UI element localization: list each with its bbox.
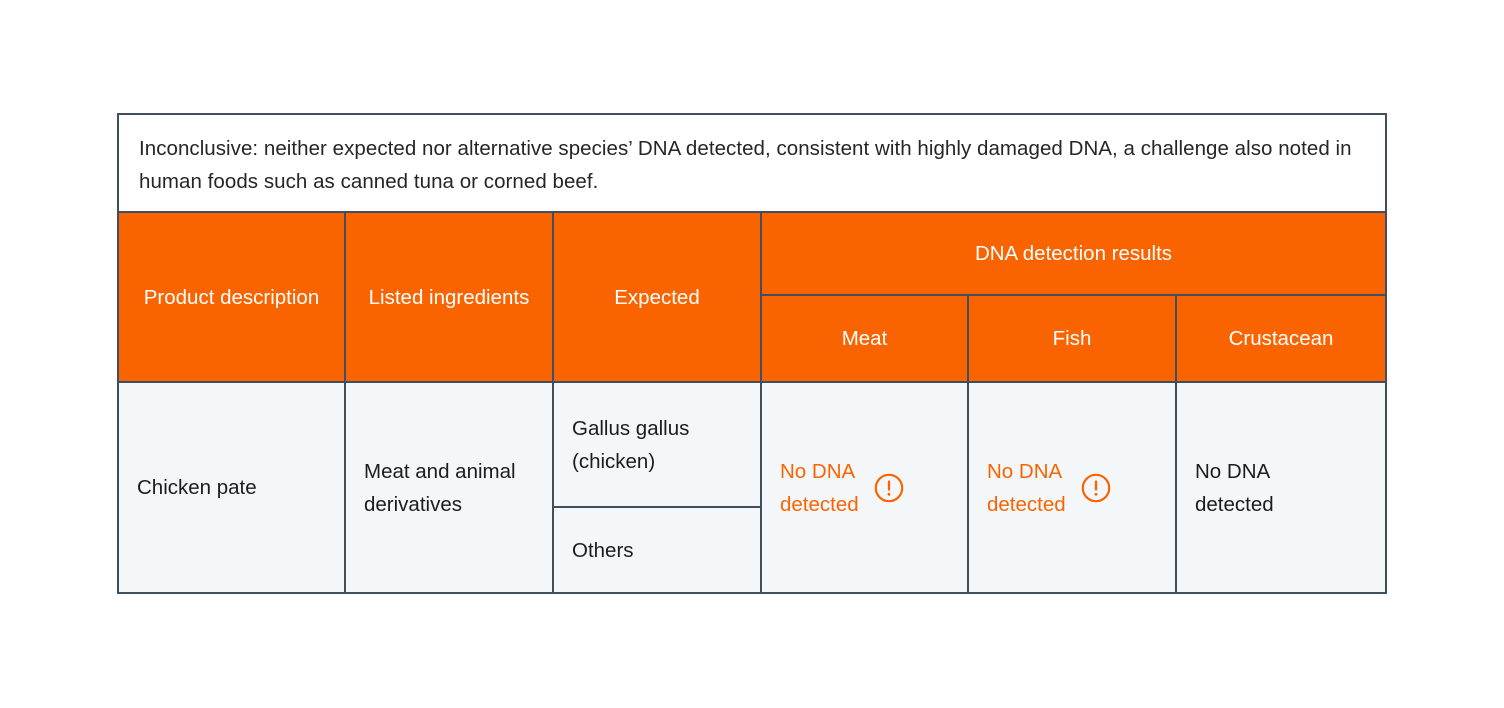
cell-listed-ingredients-text: Meat and animal derivatives (364, 459, 516, 516)
caption-text: Inconclusive: neither expected nor alter… (139, 137, 1352, 193)
column-header-dna-detection-results-label: DNA detection results (974, 241, 1173, 265)
cell-expected-secondary: Others (554, 508, 760, 592)
column-header-expected-label: Expected (614, 285, 700, 309)
cell-result-crustacean-text: No DNA detected (1195, 459, 1274, 516)
cell-result-crustacean: No DNA detected (1177, 383, 1385, 592)
table-row: Chicken pate Meat and animal derivatives… (119, 383, 1385, 592)
result-crustacean-content: No DNA detected (1195, 455, 1274, 521)
cell-result-meat: No DNA detected (762, 383, 969, 592)
cell-result-fish-text: No DNA detected (987, 459, 1066, 516)
column-header-fish: Fish (969, 296, 1177, 381)
cell-product-description-text: Chicken pate (137, 476, 257, 499)
table-header: Product description Listed ingredients E… (119, 213, 1385, 383)
column-header-product-description: Product description (119, 213, 346, 381)
cell-result-fish: No DNA detected (969, 383, 1177, 592)
cell-expected-primary: Gallus gallus (chicken) (554, 383, 760, 508)
column-subheader-row: Meat Fish Crustacean (762, 296, 1385, 381)
column-header-meat: Meat (762, 296, 969, 381)
alert-circle-icon (1081, 473, 1110, 502)
column-header-fish-label: Fish (1052, 326, 1092, 350)
cell-product-description: Chicken pate (119, 383, 346, 592)
column-header-product-description-label: Product description (143, 285, 320, 309)
column-header-crustacean-label: Crustacean (1228, 326, 1334, 350)
dna-results-table: Inconclusive: neither expected nor alter… (117, 113, 1387, 594)
cell-expected-primary-text: Gallus gallus (chicken) (572, 416, 690, 473)
table-caption: Inconclusive: neither expected nor alter… (119, 115, 1385, 213)
alert-circle-icon (874, 473, 903, 502)
column-header-listed-ingredients-label: Listed ingredients (368, 285, 530, 309)
column-header-dna-detection-results-group: DNA detection results Meat Fish Crustace… (762, 213, 1385, 381)
column-header-dna-detection-results-title: DNA detection results (762, 213, 1385, 296)
result-meat-content: No DNA detected (780, 455, 905, 521)
cell-listed-ingredients: Meat and animal derivatives (346, 383, 554, 592)
column-header-expected: Expected (554, 213, 762, 381)
column-header-crustacean: Crustacean (1177, 296, 1385, 381)
result-fish-content: No DNA detected (987, 455, 1112, 521)
cell-result-meat-text: No DNA detected (780, 459, 859, 516)
cell-expected-secondary-text: Others (572, 538, 634, 562)
cell-expected: Gallus gallus (chicken) Others (554, 383, 762, 592)
column-header-listed-ingredients: Listed ingredients (346, 213, 554, 381)
column-header-meat-label: Meat (841, 326, 888, 350)
